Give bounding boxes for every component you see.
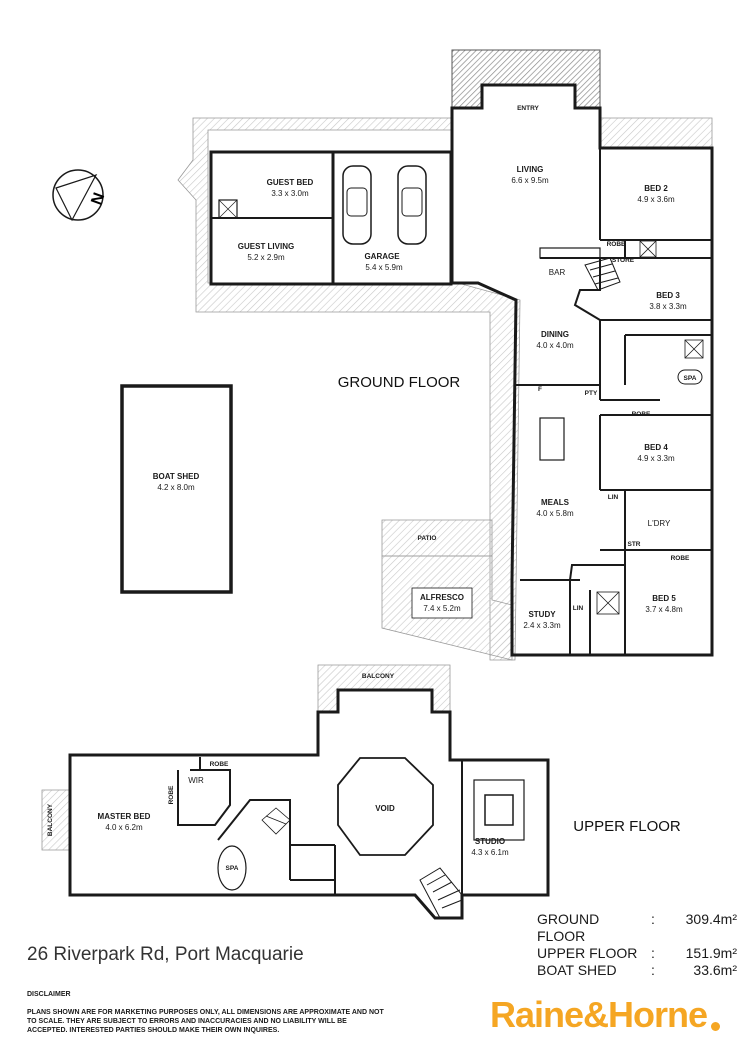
robe-master-label: ROBE <box>210 761 229 768</box>
brand-logo: Raine&Horne <box>490 994 708 1035</box>
guest-shower <box>218 199 238 219</box>
shower-icon <box>596 240 704 615</box>
boat-shed-label: BOAT SHED <box>153 472 200 481</box>
upper-stair-icon <box>419 867 463 919</box>
area-row: BOAT SHED : 33.6m² <box>537 962 737 978</box>
boat-shed-walls <box>120 384 233 594</box>
room-labels: ENTRY LIVING 6.6 x 9.5m GUEST BED 3.3 x … <box>47 105 697 872</box>
living-label: LIVING <box>517 165 544 174</box>
area-value: 151.9m² <box>685 945 737 961</box>
area-value: 33.6m² <box>693 962 737 978</box>
bed5-dim: 3.7 x 4.8m <box>645 605 683 614</box>
bed2-label: BED 2 <box>644 184 668 193</box>
guest-living-dim: 5.2 x 2.9m <box>247 253 285 262</box>
study-label: STUDY <box>528 610 556 619</box>
guest-living-label: GUEST LIVING <box>238 242 294 251</box>
shower-upper-icon <box>261 807 291 835</box>
bar-label: BAR <box>549 268 566 277</box>
store-2-label: STR <box>628 541 641 548</box>
laundry-label: L'DRY <box>648 519 671 528</box>
interior-walls <box>516 148 712 655</box>
master-bed-label: MASTER BED <box>98 812 151 821</box>
robe-bed4-label: ROBE <box>632 411 651 418</box>
linen-label: LIN <box>608 494 619 501</box>
bed2-dim: 4.9 x 3.6m <box>637 195 675 204</box>
spa-upper-icon <box>217 845 247 891</box>
meals-dim: 4.0 x 5.8m <box>536 509 574 518</box>
balcony-master-label: BALCONY <box>47 803 54 836</box>
spa-ground-icon <box>677 369 703 385</box>
void-octagon <box>337 757 434 856</box>
living-dim: 6.6 x 9.5m <box>511 176 549 185</box>
dining-label: DINING <box>541 330 569 339</box>
disclaimer-title: DISCLAIMER <box>27 991 71 998</box>
entry-portico <box>451 49 601 109</box>
area-name: GROUND FLOOR <box>537 911 600 944</box>
guest-bed-label: GUEST BED <box>267 178 314 187</box>
boat-shed-dim: 4.2 x 8.0m <box>157 483 195 492</box>
area-row: GROUND FLOOR : 309.4m² <box>537 911 737 944</box>
north-compass-icon <box>52 169 104 222</box>
bed4-dim: 4.9 x 3.3m <box>637 454 675 463</box>
ground-floor-label: GROUND FLOOR <box>338 374 461 391</box>
study-dim: 2.4 x 3.3m <box>523 621 561 630</box>
main-house-walls <box>450 83 714 657</box>
compass-north-label: N <box>88 191 108 208</box>
car-2-icon <box>397 165 427 245</box>
upper-interior-walls <box>177 757 463 895</box>
brand-dot-icon <box>711 1022 720 1031</box>
kitchen-island <box>539 417 565 461</box>
fridge-label: F <box>538 386 542 393</box>
area-row: UPPER FLOOR : 151.9m² <box>537 945 737 961</box>
master-bed-dim: 4.0 x 6.2m <box>105 823 143 832</box>
upper-floor-label: UPPER FLOOR <box>573 818 681 835</box>
bed5-label: BED 5 <box>652 594 676 603</box>
wir-label: WIR <box>188 776 204 785</box>
disclaimer-text: PLANS SHOWN ARE FOR MARKETING PURPOSES O… <box>27 1009 384 1034</box>
area-name: BOAT SHED <box>537 962 617 978</box>
kitchen-bench <box>539 247 601 259</box>
studio-label: STUDIO <box>475 837 505 846</box>
meals-label: MEALS <box>541 498 570 507</box>
area-summary: GROUND FLOOR : 309.4m² UPPER FLOOR : 151… <box>537 911 737 979</box>
guest-bed-dim: 3.3 x 3.0m <box>271 189 309 198</box>
entry-label: ENTRY <box>517 105 539 112</box>
robe-master-2-label: ROBE <box>168 785 175 804</box>
spa-upper-label: SPA <box>226 865 239 872</box>
pantry-label: PTY <box>585 390 598 397</box>
alfresco-dim: 7.4 x 5.2m <box>423 604 461 613</box>
car-1-icon <box>342 165 372 245</box>
spa-ground-label: SPA <box>684 375 697 382</box>
alfresco-label: ALFRESCO <box>420 593 464 602</box>
patio-area <box>381 519 493 557</box>
robe-bed2-label: ROBE <box>607 241 626 248</box>
garage-label: GARAGE <box>364 252 400 261</box>
bed3-label: BED 3 <box>656 291 680 300</box>
studio-fixture <box>473 779 525 841</box>
area-value: 309.4m² <box>685 911 737 927</box>
studio-dim: 4.3 x 6.1m <box>471 848 509 857</box>
area-name: UPPER FLOOR <box>537 945 638 961</box>
void-label: VOID <box>375 804 395 813</box>
store-label: STORE <box>612 257 635 264</box>
bed4-label: BED 4 <box>644 443 668 452</box>
dining-dim: 4.0 x 4.0m <box>536 341 574 350</box>
upper-floor-walls <box>68 688 550 920</box>
garage-dim: 5.4 x 5.9m <box>365 263 403 272</box>
bed3-dim: 3.8 x 3.3m <box>649 302 687 311</box>
patio-label: PATIO <box>418 535 437 542</box>
property-address: 26 Riverpark Rd, Port Macquarie <box>27 944 304 965</box>
stair-icon <box>584 257 621 291</box>
balcony-upper-label: BALCONY <box>362 673 395 680</box>
robe-bed5-label: ROBE <box>671 555 690 562</box>
garden-path <box>177 117 521 661</box>
linen-2-label: LIN <box>573 605 584 612</box>
bed2-deck <box>599 117 713 149</box>
